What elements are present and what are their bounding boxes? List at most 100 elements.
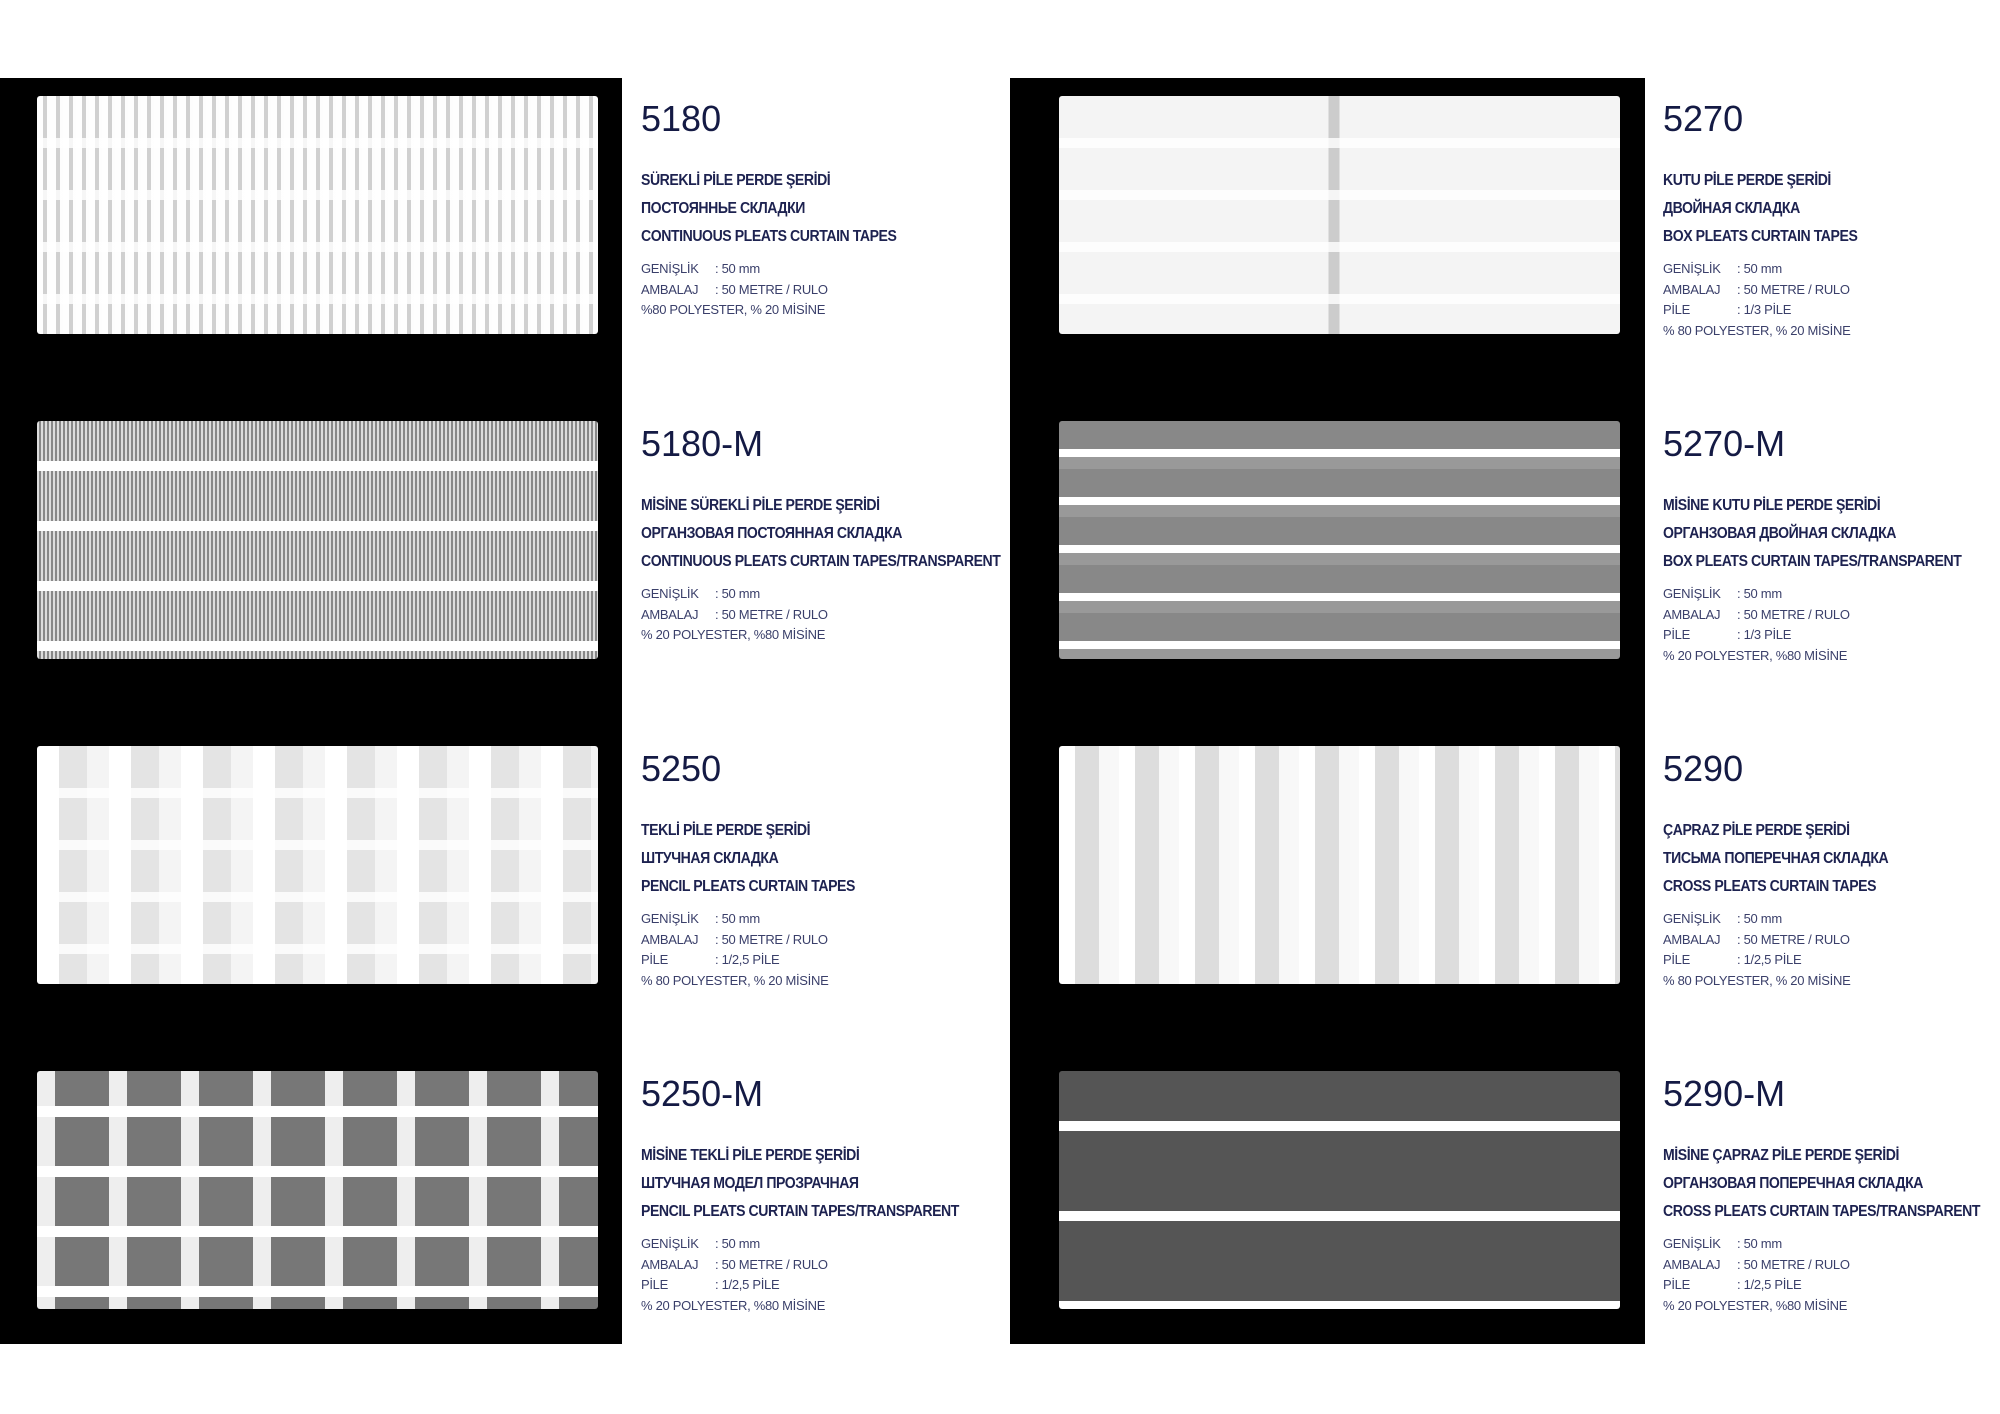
- product-code: 5180: [641, 98, 722, 139]
- spec-key: AMBALAJ: [641, 606, 699, 622]
- spec-value: : 50 mm: [1737, 1236, 1782, 1251]
- spec-row: AMBALAJ : 50 METRE / RULO: [1663, 605, 2000, 626]
- spec-key: PİLE: [1663, 302, 1690, 317]
- material: % 20 POLYESTER, %80 MİSİNE: [1663, 1297, 1848, 1313]
- material: % 20 POLYESTER, %80 MİSİNE: [641, 1297, 826, 1313]
- material: % 80 POLYESTER, % 20 MİSİNE: [1663, 322, 1851, 338]
- spec-row: PİLE: 1/2,5 PİLE: [1663, 1275, 2000, 1296]
- title-ru: ОРГАНЗОВАЯ ПОСТОЯННАЯ СКЛАДКА: [641, 525, 902, 542]
- spec-value: : 50 METRE / RULO: [1737, 931, 1850, 947]
- spec-row: GENİŞLİK: 50 mm: [641, 1234, 981, 1255]
- spec-value: : 50 mm: [715, 1236, 760, 1251]
- spec-value: : 50 METRE / RULO: [715, 606, 828, 622]
- spec-value: : 50 mm: [1737, 261, 1782, 276]
- spec-value: : 50 METRE / RULO: [1737, 606, 1850, 622]
- spec-key: GENİŞLİK: [641, 586, 699, 601]
- spec-row: GENİŞLİK : 50 mm: [1663, 584, 2000, 605]
- spec-row: PİLE : 1/2,5 PİLE: [1663, 950, 2000, 971]
- material: %80 POLYESTER, % 20 MİSİNE: [641, 302, 826, 317]
- spec-row: GENİŞLİK : 50 mm: [641, 909, 981, 930]
- title-ru: ТИСЬМА ПОПЕРЕЧНАЯ СКЛАДКА: [1663, 850, 1889, 867]
- spec-value: : 50 mm: [715, 911, 760, 926]
- title-tr: ÇAPRAZ PİLE PERDE ŞERİDİ: [1663, 822, 1850, 839]
- spec-row: GENİŞLİK : 50 mm: [641, 259, 981, 280]
- spec-value: : 50 mm: [1737, 586, 1782, 601]
- title-en: PENCIL PLEATS CURTAIN TAPES: [641, 878, 855, 895]
- spec-value: : 1/2,5 PİLE: [715, 1277, 780, 1292]
- spec-value: : 50 METRE / RULO: [715, 281, 828, 297]
- title-ru: ОРГАНЗОВАЯ ДВОЙНАЯ СКЛАДКА: [1663, 525, 1897, 542]
- spec-value: : 50 mm: [1737, 911, 1782, 926]
- spec-row: GENİŞLİK : 50 mm: [1663, 259, 2000, 280]
- spec-value: : 1/2,5 PİLE: [715, 952, 780, 967]
- product-info: 5270-M MİSİNE KUTU PİLE PERDE ŞERİDİ ОРГ…: [1663, 426, 2000, 666]
- title-en: CONTINUOUS PLEATS CURTAIN TAPES/TRANSPAR…: [641, 553, 1001, 570]
- spec-key: GENİŞLİK: [1663, 1236, 1721, 1251]
- spec-row: GENİŞLİK : 50 mm: [1663, 1234, 2000, 1255]
- product-code: 5290: [1663, 748, 1744, 789]
- product-photo-5250: [37, 746, 598, 984]
- spec-value: : 1/2,5 PİLE: [1737, 952, 1802, 967]
- spec-key: GENİŞLİK: [1663, 261, 1721, 276]
- spec-key: AMBALAJ: [641, 931, 699, 947]
- spec-row: AMBALAJ : 50 METRE / RULO: [641, 930, 981, 951]
- spec-row: AMBALAJ: 50 METRE / RULO: [641, 1255, 981, 1276]
- product-code: 5290-M: [1663, 1073, 1786, 1114]
- spec-list: GENİŞLİK : 50 mm AMBALAJ : 50 METRE / RULO%…: [641, 259, 981, 321]
- spec-row: AMBALAJ : 50 METRE / RULO: [1663, 930, 2000, 951]
- product-info: 5270 KUTU PİLE PERDE ŞERİDİ ДВОЙНАЯ СКЛА…: [1663, 101, 2000, 341]
- spec-key: GENİŞLİK: [641, 911, 699, 926]
- spec-row: PİLE: 1/3 PİLE: [1663, 300, 2000, 321]
- title-en: CONTINUOUS PLEATS CURTAIN TAPES: [641, 228, 897, 245]
- product-code: 5250-M: [641, 1073, 764, 1114]
- product-info: 5250-M MİSİNE TEKLİ PİLE PERDE ŞERİDİ ШТ…: [641, 1076, 981, 1316]
- product-photo-5290: [1059, 746, 1620, 984]
- spec-value: : 50 METRE / RULO: [1737, 1256, 1850, 1272]
- product-photo-5250-M: [37, 1071, 598, 1309]
- spec-row: PİLE : 1/2,5 PİLE: [641, 950, 981, 971]
- spec-key: GENİŞLİK: [1663, 586, 1721, 601]
- title-ru: ШТУЧНАЯ МОДЕЛ ПРОЗРАЧНАЯ: [641, 1175, 859, 1192]
- product-info: 5290 ÇAPRAZ PİLE PERDE ŞERİDİ ТИСЬМА ПОП…: [1663, 751, 2000, 991]
- spec-value: : 50 mm: [715, 261, 760, 276]
- product-photo-5270: [1059, 96, 1620, 334]
- product-photo-5180: [37, 96, 598, 334]
- spec-key: AMBALAJ: [1663, 931, 1721, 947]
- title-tr: SÜREKLİ PİLE PERDE ŞERİDİ: [641, 172, 831, 189]
- spec-key: AMBALAJ: [1663, 1256, 1721, 1272]
- spec-row: AMBALAJ : 50 METRE / RULO: [641, 280, 981, 301]
- spec-key: GENİŞLİK: [641, 261, 699, 276]
- spec-key: PİLE: [641, 952, 668, 967]
- title-en: BOX PLEATS CURTAIN TAPES: [1663, 228, 1858, 245]
- spec-key: PİLE: [1663, 952, 1690, 967]
- product-photo-5290-M: [1059, 1071, 1620, 1309]
- spec-key: AMBALAJ: [1663, 606, 1721, 622]
- spec-key: PİLE: [1663, 627, 1690, 642]
- spec-value: : 50 METRE / RULO: [1737, 281, 1850, 297]
- title-en: CROSS PLEATS CURTAIN TAPES: [1663, 878, 1877, 895]
- spec-row: AMBALAJ: 50 METRE / RULO: [1663, 280, 2000, 301]
- product-photo-5270-M: [1059, 421, 1620, 659]
- title-tr: KUTU PİLE PERDE ŞERİDİ: [1663, 172, 1831, 189]
- material: % 80 POLYESTER, % 20 MİSİNE: [1663, 972, 1851, 988]
- spec-list: GENİŞLİK : 50 mm AMBALAJ : 50 METRE / RULO P…: [641, 909, 981, 991]
- product-code: 5180-M: [641, 423, 764, 464]
- spec-value: : 50 mm: [715, 586, 760, 601]
- title-tr: MİSİNE KUTU PİLE PERDE ŞERİDİ: [1663, 497, 1881, 514]
- title-tr: MİSİNE TEKLİ PİLE PERDE ŞERİDİ: [641, 1147, 860, 1164]
- spec-value: : 50 METRE / RULO: [715, 931, 828, 947]
- spec-value: : 1/2,5 PİLE: [1737, 1277, 1802, 1292]
- title-en: PENCIL PLEATS CURTAIN TAPES/TRANSPARENT: [641, 1203, 959, 1220]
- product-info: 5180 SÜREKLİ PİLE PERDE ŞERİDİ ПОСТОЯННЬ…: [641, 101, 981, 321]
- spec-value: : 50 METRE / RULO: [715, 1256, 828, 1272]
- title-ru: ОРГАНЗОВАЯ ПОПЕРЕЧНАЯ СКЛАДКА: [1663, 1175, 1924, 1192]
- material: % 80 POLYESTER, % 20 MİSİNE: [641, 972, 829, 988]
- title-en: BOX PLEATS CURTAIN TAPES/TRANSPARENT: [1663, 553, 1962, 570]
- spec-row: GENİŞLİK : 50 mm: [641, 584, 981, 605]
- spec-key: AMBALAJ: [641, 281, 699, 297]
- title-en: CROSS PLEATS CURTAIN TAPES/TRANSPARENT: [1663, 1203, 1981, 1220]
